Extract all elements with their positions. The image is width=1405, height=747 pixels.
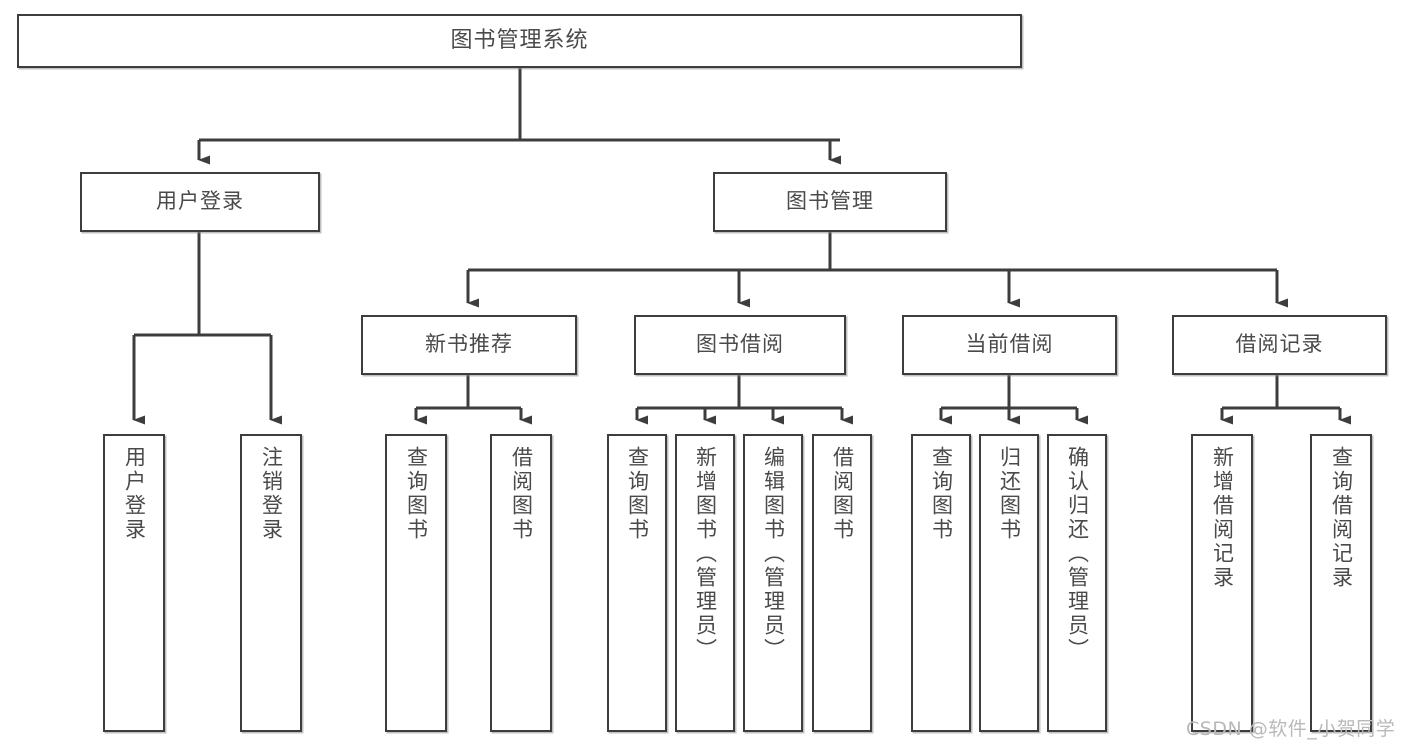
node-label: 新书推荐 [425,332,513,357]
node-label: 用户登录 [122,446,147,542]
node-current-borrow[interactable]: 当前借阅 [902,315,1117,375]
node-leaf-query-borrow-record[interactable]: 查询借阅记录 [1310,434,1372,732]
node-label: 查询图书 [404,446,429,542]
node-label: 图书管理系统 [450,27,589,53]
node-label: 查询图书 [929,446,954,542]
node-leaf-return-book[interactable]: 归还图书 [979,434,1039,732]
node-label: 图书管理 [786,189,874,214]
node-label: 查询图书 [625,446,650,542]
node-new-book-recommend[interactable]: 新书推荐 [361,315,577,375]
node-leaf-add-book[interactable]: 新增图书（管理员） [675,434,735,732]
node-leaf-logout[interactable]: 注销登录 [240,434,302,732]
node-leaf-borrow-book[interactable]: 借阅图书 [812,434,872,732]
node-label: 用户登录 [156,189,244,214]
node-leaf-user-login[interactable]: 用户登录 [103,434,165,732]
node-label: 借阅图书 [830,446,855,542]
node-leaf-borrow-book-recommend[interactable]: 借阅图书 [490,434,552,732]
node-label: 当前借阅 [965,332,1054,357]
node-leaf-confirm-return[interactable]: 确认归还（管理员） [1047,434,1107,732]
node-label: 查询借阅记录 [1329,446,1354,590]
node-label: 新增借阅记录 [1210,446,1235,590]
node-label: 归还图书 [997,446,1022,542]
node-root-system[interactable]: 图书管理系统 [17,14,1022,68]
node-label: 新增图书（管理员） [693,446,718,662]
node-leaf-query-book-current[interactable]: 查询图书 [911,434,971,732]
node-leaf-query-book-recommend[interactable]: 查询图书 [385,434,447,732]
node-leaf-add-borrow-record[interactable]: 新增借阅记录 [1191,434,1253,732]
node-leaf-edit-book[interactable]: 编辑图书（管理员） [743,434,803,732]
node-book-borrow[interactable]: 图书借阅 [634,315,846,375]
node-user-login[interactable]: 用户登录 [80,172,320,232]
node-label: 确认归还（管理员） [1065,446,1090,662]
watermark: CSDN @软件_小贺同学 [1186,718,1396,740]
node-label: 图书借阅 [696,332,784,357]
node-book-manage[interactable]: 图书管理 [713,172,947,232]
node-label: 借阅图书 [509,446,534,542]
node-label: 借阅记录 [1235,332,1324,357]
node-label: 编辑图书（管理员） [761,446,786,662]
node-label: 注销登录 [259,446,284,542]
node-leaf-query-book-borrow[interactable]: 查询图书 [607,434,667,732]
node-borrow-record[interactable]: 借阅记录 [1172,315,1387,375]
